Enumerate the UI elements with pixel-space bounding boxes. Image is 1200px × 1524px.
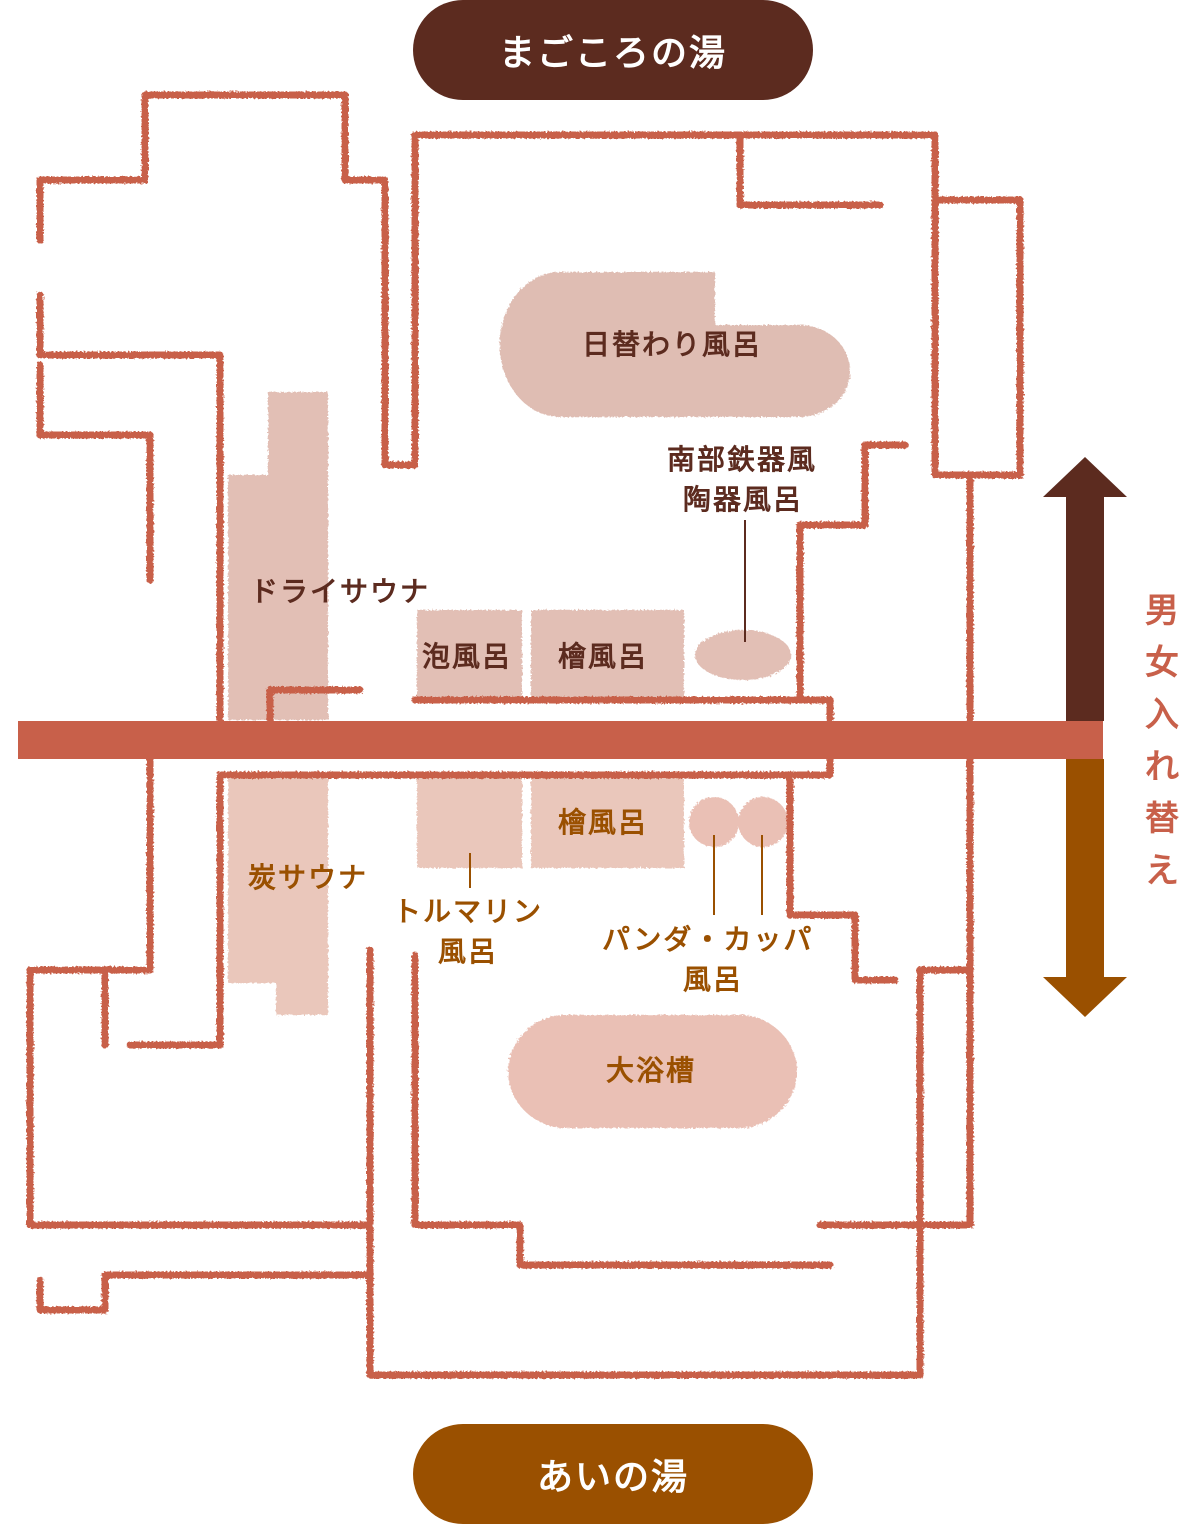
charcoal-sauna-area — [228, 778, 328, 983]
dry-sauna-label: ドライサウナ — [250, 575, 431, 608]
nanbu-label-2: 陶器風呂 — [683, 483, 804, 516]
main-bath-pool — [507, 1015, 798, 1128]
swap-char: 男 — [1145, 591, 1179, 631]
gender-divider-bar — [18, 721, 1103, 759]
daily-bath-pool — [499, 272, 850, 417]
charcoal-sauna-lower — [276, 960, 328, 1015]
hinoki-bottom-label: 檜風呂 — [558, 806, 649, 839]
main-bath-label: 大浴槽 — [606, 1054, 697, 1087]
arrow-up-icon — [1043, 457, 1127, 497]
nanbu-pool — [695, 630, 791, 680]
hinoki-pool-top — [531, 610, 684, 698]
arrow-up-shaft — [1066, 497, 1104, 721]
swap-arrow — [1043, 457, 1127, 1017]
tourmaline-label-2: 風呂 — [438, 935, 499, 968]
arrow-down-icon — [1043, 977, 1127, 1017]
swap-char: れ — [1145, 747, 1179, 787]
kappa-pool — [738, 797, 788, 847]
foam-bath-pool — [417, 610, 522, 698]
top-bath-title: まごころの湯 — [413, 0, 813, 100]
arrow-down-shaft — [1066, 759, 1104, 977]
tourmaline-label-1: トルマリン — [393, 895, 544, 928]
gender-swap-label: 男 女 入 れ 替 え — [1140, 585, 1184, 897]
panda-pool — [689, 797, 739, 847]
charcoal-sauna-label: 炭サウナ — [248, 861, 369, 894]
leader-lines — [469, 520, 763, 915]
daily-bath-label: 日替わり風呂 — [582, 328, 763, 361]
swap-char: 女 — [1145, 643, 1179, 683]
swap-char: 替 — [1145, 799, 1179, 839]
walls — [26, 91, 1024, 1379]
dry-sauna-area — [228, 475, 328, 720]
foam-bath-label: 泡風呂 — [422, 640, 513, 673]
swap-char: 入 — [1145, 695, 1179, 735]
swap-char: え — [1145, 851, 1179, 891]
dry-sauna-upper — [268, 392, 328, 492]
panda-label-1: パンダ・カッパ — [602, 923, 814, 956]
bottom-bath-title: あいの湯 — [413, 1424, 813, 1524]
hinoki-top-label: 檜風呂 — [558, 640, 649, 673]
hinoki-pool-bottom — [531, 778, 684, 868]
nanbu-label-1: 南部鉄器風 — [667, 443, 818, 476]
panda-label-2: 風呂 — [683, 963, 744, 996]
